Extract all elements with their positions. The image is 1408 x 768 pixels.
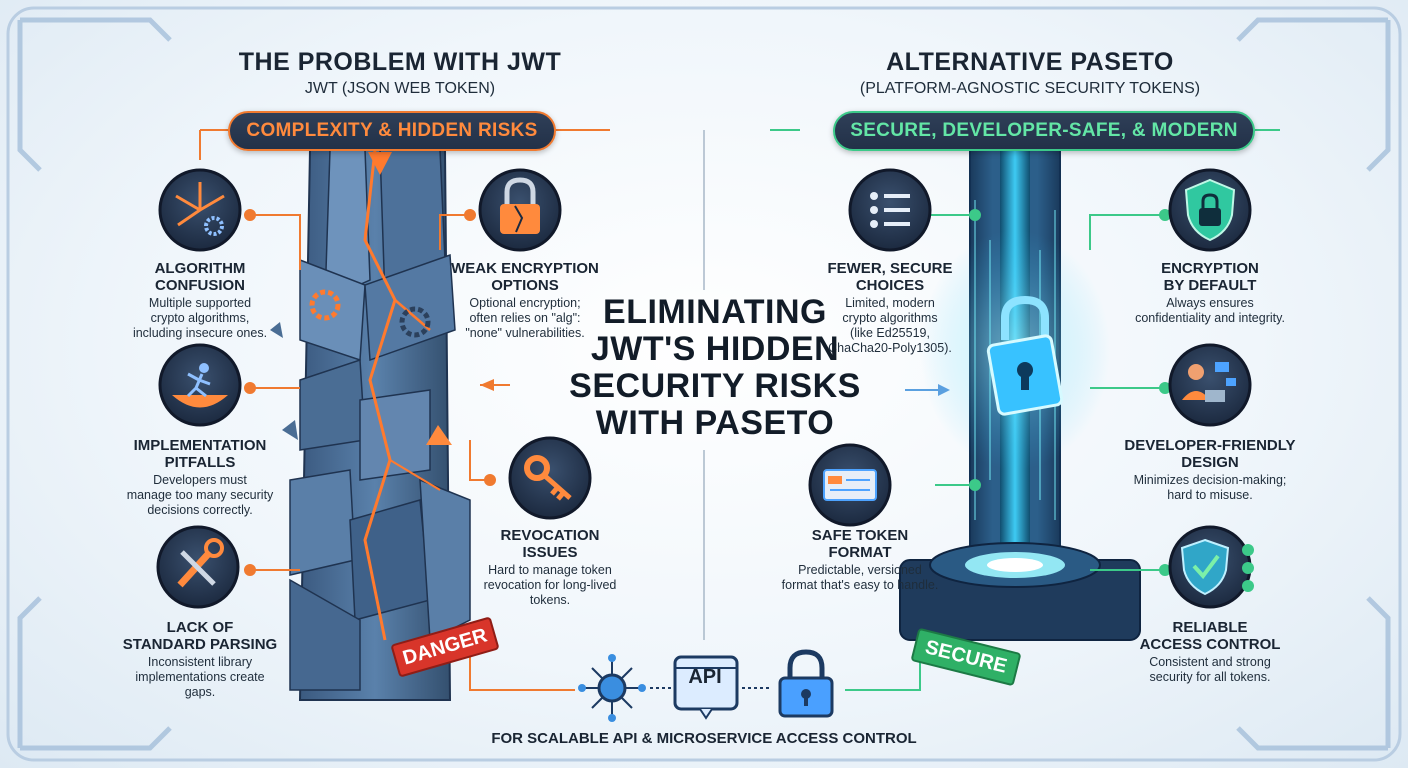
- falling-person-icon: [158, 343, 242, 427]
- key-icon: [508, 436, 592, 520]
- crumbling-jwt-tower: [270, 149, 471, 701]
- shield-check-icon: [1168, 525, 1254, 609]
- paseto-pillar: [899, 139, 1141, 641]
- complexity-banner: COMPLEXITY & HIDDEN RISKS: [228, 111, 556, 151]
- token-card-icon: [808, 443, 892, 527]
- network-icon: [578, 654, 646, 722]
- wrench-screwdriver-icon: [156, 525, 240, 609]
- right-subtitle: (PLATFORM-AGNOSTIC SECURITY TOKENS): [859, 80, 1201, 97]
- secure-banner: SECURE, DEVELOPER-SAFE, & MODERN: [833, 111, 1255, 151]
- feature-desc: Minimizes decision-making;hard to misuse…: [1133, 473, 1287, 502]
- arrows-gear-icon: [158, 168, 242, 252]
- developer-icon: [1168, 343, 1252, 427]
- footer-caption: FOR SCALABLE API & MICROSERVICE ACCESS C…: [491, 730, 917, 747]
- list-icon: [848, 168, 932, 252]
- api-window-icon: [673, 655, 739, 720]
- api-label: API: [688, 666, 722, 688]
- broken-lock-icon: [478, 168, 562, 252]
- left-subtitle: JWT (JSON WEB TOKEN): [304, 80, 496, 97]
- lock-shield-icon: [1168, 168, 1252, 252]
- right-title: ALTERNATIVE PASETO: [886, 48, 1174, 76]
- left-title: THE PROBLEM WITH JWT: [238, 48, 562, 76]
- feature-desc: Optional encryption;often relies on "alg…: [465, 296, 585, 340]
- bottom-lock-icon: [778, 649, 834, 718]
